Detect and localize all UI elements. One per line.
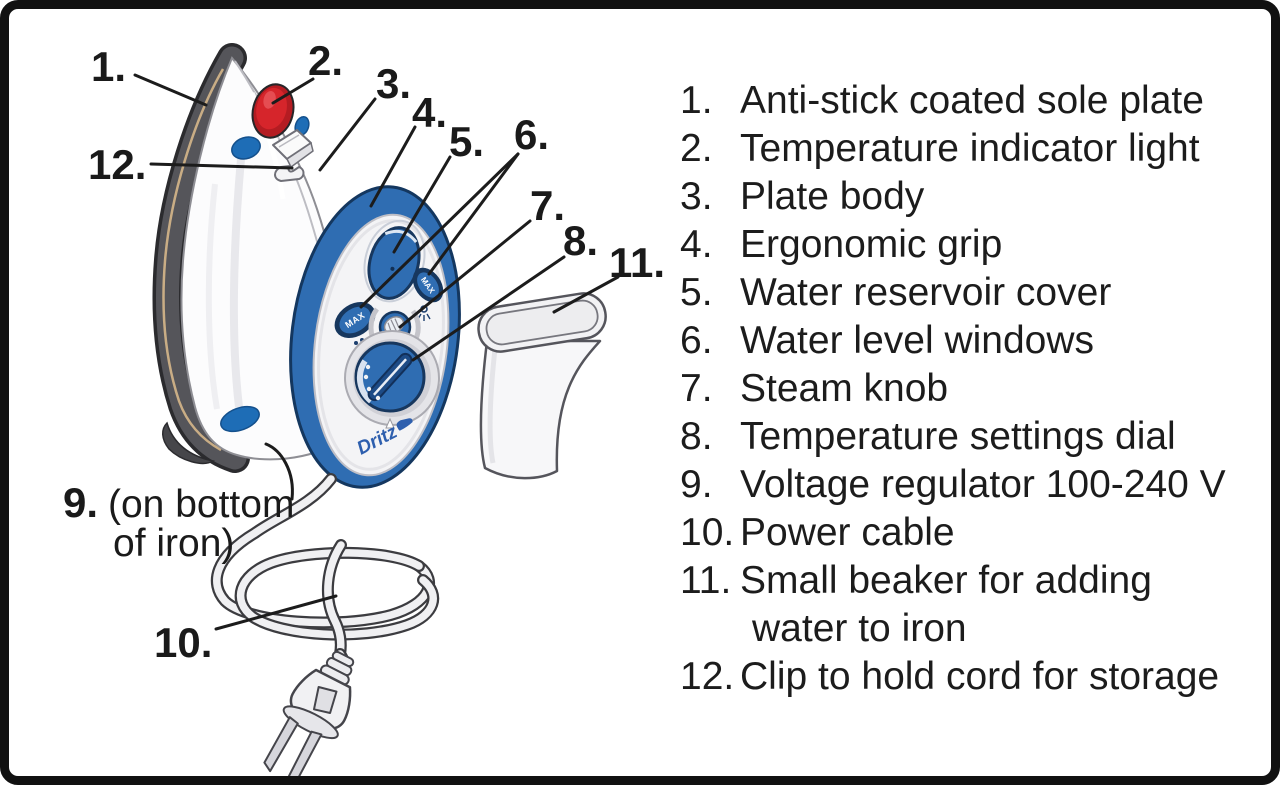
callout-labels: 1. 2. 3. 4. 5. 6. 7. 8. 9. (on bottom of… (63, 37, 665, 666)
callout-2: 2. (308, 37, 343, 84)
callout-12: 12. (88, 141, 146, 188)
legend-item-6: 6. Water level windows (680, 317, 1265, 365)
leader-10 (214, 594, 338, 631)
leader-7 (398, 219, 532, 329)
parts-legend: 1. Anti-stick coated sole plate 2. Tempe… (680, 77, 1265, 701)
leader-6a (359, 152, 520, 309)
leader-lines (133, 73, 620, 631)
callout-6: 6. (514, 111, 549, 158)
legend-item-7: 7. Steam knob (680, 365, 1265, 413)
plug-prong (263, 716, 299, 773)
water-level-window-left: MAX (334, 302, 376, 338)
leader-8 (411, 255, 566, 362)
leader-3 (318, 97, 377, 172)
legend-item-label: Clip to hold cord for storage (740, 655, 1220, 698)
legend-item-number: 8. (680, 415, 713, 458)
legend-item-label: Steam knob (740, 367, 949, 410)
legend-item-4: 4. Ergonomic grip (680, 221, 1265, 269)
legend-item-label: Water reservoir cover (740, 271, 1112, 314)
leader-6b (427, 152, 520, 276)
callout-3: 3. (376, 60, 411, 107)
legend-item-number: 10. (680, 511, 735, 554)
legend-item-number: 1. (680, 79, 713, 122)
brand-iron-icon (396, 418, 413, 431)
legend-item-label: Plate body (740, 175, 925, 218)
leader-4 (369, 125, 417, 208)
callout-4: 4. (412, 89, 447, 136)
legend-item-number: 12. (680, 655, 735, 698)
callout-9: 9. (63, 479, 98, 526)
legend-item-label: Anti-stick coated sole plate (740, 79, 1204, 122)
legend-item-label: Water level windows (740, 319, 1095, 362)
callout-7: 7. (530, 182, 565, 229)
legend-item-number: 5. (680, 271, 713, 314)
legend-item-1: 1. Anti-stick coated sole plate (680, 77, 1265, 125)
legend-item-label: Temperature indicator light (740, 127, 1200, 170)
legend-item-9: 9. Voltage regulator 100-240 V (680, 461, 1265, 509)
beaker (477, 292, 607, 480)
power-cable (210, 473, 440, 675)
legend-item-5: 5. Water reservoir cover (680, 269, 1265, 317)
legend-item-number: 9. (680, 463, 713, 506)
leader-9 (264, 442, 294, 501)
legend-item-3: 3. Plate body (680, 173, 1265, 221)
legend-item-8: 8. Temperature settings dial (680, 413, 1265, 461)
legend-item-2: 2. Temperature indicator light (680, 125, 1265, 173)
legend-item-10: 10. Power cable (680, 509, 1265, 557)
power-plug (263, 650, 355, 776)
temperature-dial (344, 330, 440, 429)
sole-plate (152, 43, 250, 473)
callout-10: 10. (154, 619, 212, 666)
legend-item-label: Ergonomic grip (740, 223, 1003, 266)
leader-11 (552, 275, 620, 314)
leader-5 (392, 155, 452, 254)
legend-item-label: Voltage regulator 100-240 V (740, 463, 1226, 506)
water-level-window-right: MAX (412, 267, 444, 303)
leader-12 (149, 162, 294, 170)
legend-item-number: 7. (680, 367, 713, 410)
leader-1 (133, 73, 208, 107)
legend-item-number: 11. (680, 559, 732, 602)
legend-item-label: Power cable (740, 511, 955, 554)
heel-rest (162, 421, 216, 465)
legend-item-number: 4. (680, 223, 713, 266)
callout-9-note-line2: of iron) (113, 522, 234, 565)
iron-diagram: MAX MAX (63, 37, 665, 776)
legend-item-number: 2. (680, 127, 713, 170)
legend-item-label: Temperature settings dial (740, 415, 1176, 458)
leader-2 (271, 77, 315, 105)
plug-prong (286, 730, 323, 776)
legend-item-number: 6. (680, 319, 713, 362)
legend-item-12: 12. Clip to hold cord for storage (680, 653, 1265, 701)
callout-5: 5. (449, 118, 484, 165)
callout-11: 11. (609, 239, 665, 286)
legend-item-number: 3. (680, 175, 713, 218)
callout-8: 8. (563, 217, 598, 264)
callout-9-note-line1: (on bottom (108, 483, 294, 526)
water-reservoir-cover (363, 219, 426, 303)
callout-1: 1. (91, 43, 126, 90)
cord-clip (272, 129, 314, 182)
